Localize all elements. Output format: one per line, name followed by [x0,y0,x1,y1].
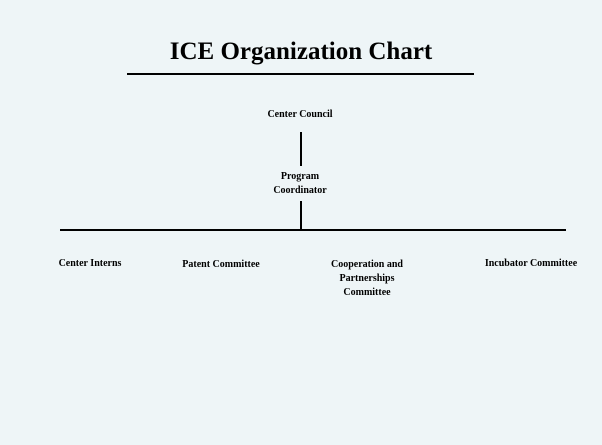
node-cooperation-partnerships-committee: Cooperation and Partnerships Committee [312,258,422,300]
title-underline [127,73,474,75]
node-cooperation-line3: Committee [343,287,391,298]
node-patent-committee-label: Patent Committee [182,259,260,270]
node-center-council: Center Council [240,108,360,122]
connector-coordinator-to-bus [300,201,302,230]
node-program-coordinator-line1: Program [280,171,320,182]
chart-title: ICE Organization Chart [169,38,433,65]
node-incubator-committee: Incubator Committee [471,257,591,271]
node-center-interns: Center Interns [40,257,140,271]
node-center-council-label: Center Council [267,109,333,120]
horizontal-bus-line [60,229,566,231]
node-patent-committee: Patent Committee [166,258,276,272]
node-center-interns-label: Center Interns [58,258,122,269]
node-cooperation-line2: Partnerships [339,273,395,284]
node-incubator-committee-label: Incubator Committee [484,258,578,269]
node-program-coordinator-line2: Coordinator [273,185,327,196]
connector-council-to-coordinator [300,132,302,166]
node-program-coordinator: Program Coordinator [240,170,360,198]
node-cooperation-line1: Cooperation and [331,259,403,270]
